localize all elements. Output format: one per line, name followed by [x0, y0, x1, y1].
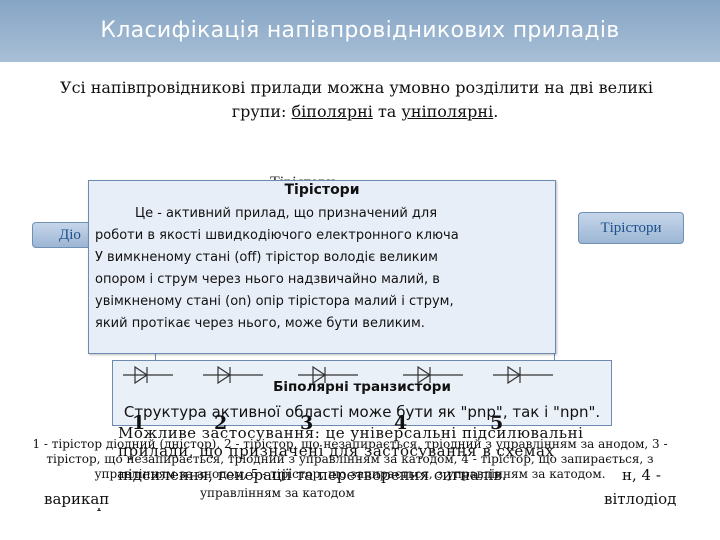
- usage-line-1: Можливе застосування: це універсальні пі…: [118, 424, 584, 442]
- thyristors-button[interactable]: Тірістори: [578, 212, 684, 244]
- thyristor-card-heading: Тірістори: [284, 182, 360, 198]
- intro-line-2: групи: біполярні та уніполярні.: [60, 100, 670, 124]
- svitlodiod-label: вітлодіод: [604, 490, 677, 508]
- thyristor-line-2: роботи в якості швидкодіючого електронно…: [95, 228, 459, 243]
- thyristor-legend-caption: 1 - тірістор діодний (дністор), 2 - тірі…: [32, 437, 668, 481]
- intro-line-1: Усі напівпровідникові прилади можна умов…: [60, 78, 654, 97]
- symbol-number-3: 3: [300, 412, 314, 434]
- intro-conj: та: [372, 102, 402, 121]
- symbol-number-2: 2: [214, 412, 228, 434]
- bipolar-transistor-card: Біполярні транзистори Структура активної…: [112, 360, 612, 426]
- thyristor-card-body: Це - активний прилад, що призначений для…: [95, 203, 547, 335]
- thyristor-line-4: опором і струм через нього надзвичайно м…: [95, 272, 440, 287]
- intro-prefix: групи:: [231, 102, 292, 121]
- bipolar-link[interactable]: біполярні: [291, 102, 373, 121]
- varikap-label: варикап: [44, 490, 110, 508]
- diodes-button[interactable]: Діо: [32, 222, 130, 248]
- vypr-middle: підсилення, генерації та перетворення си…: [118, 466, 507, 484]
- usage-line-2: прилади, що призначені для застосування …: [118, 442, 555, 460]
- caption-cathode: управлінням за катодом: [200, 486, 355, 500]
- symbol-number-1: 1: [132, 412, 146, 434]
- slide-title: Класифікація напівпровідникових приладів: [100, 18, 620, 43]
- intro-suffix: .: [493, 102, 499, 121]
- vypr-right: н, 4 -: [622, 466, 661, 484]
- thyristor-line-1: Це - активний прилад, що призначений для: [135, 206, 438, 221]
- thyristor-card: Тірістори Це - активний прилад, що призн…: [88, 180, 556, 354]
- bipolar-card-heading: Біполярні транзистори: [273, 379, 451, 395]
- intro-text: Усі напівпровідникові прилади можна умов…: [60, 76, 670, 124]
- thyristor-line-3: У вимкненому стані (off) тірістор володі…: [95, 250, 438, 265]
- thyristor-symbols-icon: [123, 365, 553, 385]
- bipolar-card-body: Структура активної області може бути як …: [123, 403, 601, 421]
- thyristor-line-5: увімкненому стані (on) опір тірістора ма…: [95, 294, 454, 309]
- thyristor-line-6: який протікає через нього, може бути вел…: [95, 316, 425, 331]
- symbol-number-4: 4: [394, 412, 408, 434]
- symbol-number-5: 5: [490, 412, 504, 434]
- title-bar: [0, 0, 720, 62]
- unipolar-link[interactable]: уніполярні: [401, 102, 494, 121]
